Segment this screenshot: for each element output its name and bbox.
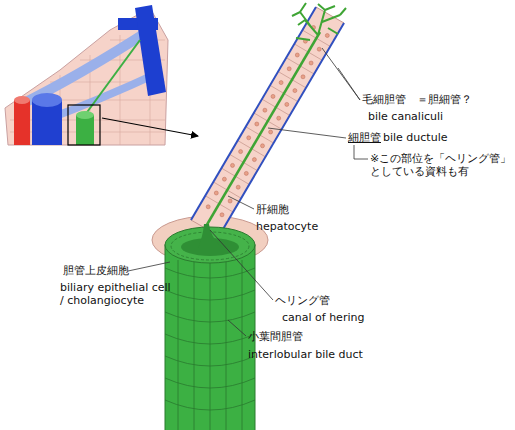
text-label: 細胆管 (348, 131, 381, 144)
bile-canaliculus (205, 32, 320, 228)
leader-line (228, 196, 254, 209)
leader-line (210, 230, 273, 300)
bile-duct-cylinder (76, 115, 94, 145)
leader-line (322, 48, 360, 100)
leader-line (128, 262, 170, 271)
sinusoid-band (20, 30, 150, 105)
text-label: bile canaliculi (368, 110, 443, 123)
note-bracket (354, 145, 368, 159)
bile-duct-top (76, 111, 94, 119)
text-label: ヘリング管 (275, 294, 330, 307)
leader-line (228, 320, 246, 336)
canaliculus-line (85, 40, 140, 115)
text-label: 毛細胆管 ＝胆細管？ (362, 93, 472, 106)
text-label: bile ductule (383, 131, 447, 144)
text-label: canal of hering (282, 311, 364, 324)
artery-top (14, 96, 30, 104)
central-vein (135, 5, 166, 96)
text-label: interlobular bile duct (248, 348, 363, 361)
zoom-arrow (102, 118, 198, 136)
artery-cylinder (14, 100, 30, 145)
text-label: hepatocyte (256, 220, 318, 233)
text-label: 胆管上皮細胞 (63, 264, 129, 277)
canal-of-hering (198, 224, 222, 248)
hepatocyte-plate (191, 7, 344, 236)
leader-line (268, 128, 346, 138)
text-label: biliary epithelial cell / cholangiocyte (60, 281, 172, 307)
interlobular-duct (165, 245, 255, 430)
text-label: 肝細胞 (256, 203, 289, 216)
portal-vein-top (32, 93, 62, 107)
highlight-box (68, 105, 100, 145)
text-label: ※この部位を「ヘリング管」 としている資料も有 (370, 152, 515, 178)
canaliculi-network (292, 3, 346, 40)
text-label: 小葉間胆管 (248, 330, 303, 343)
epithelial-grid (165, 260, 255, 430)
